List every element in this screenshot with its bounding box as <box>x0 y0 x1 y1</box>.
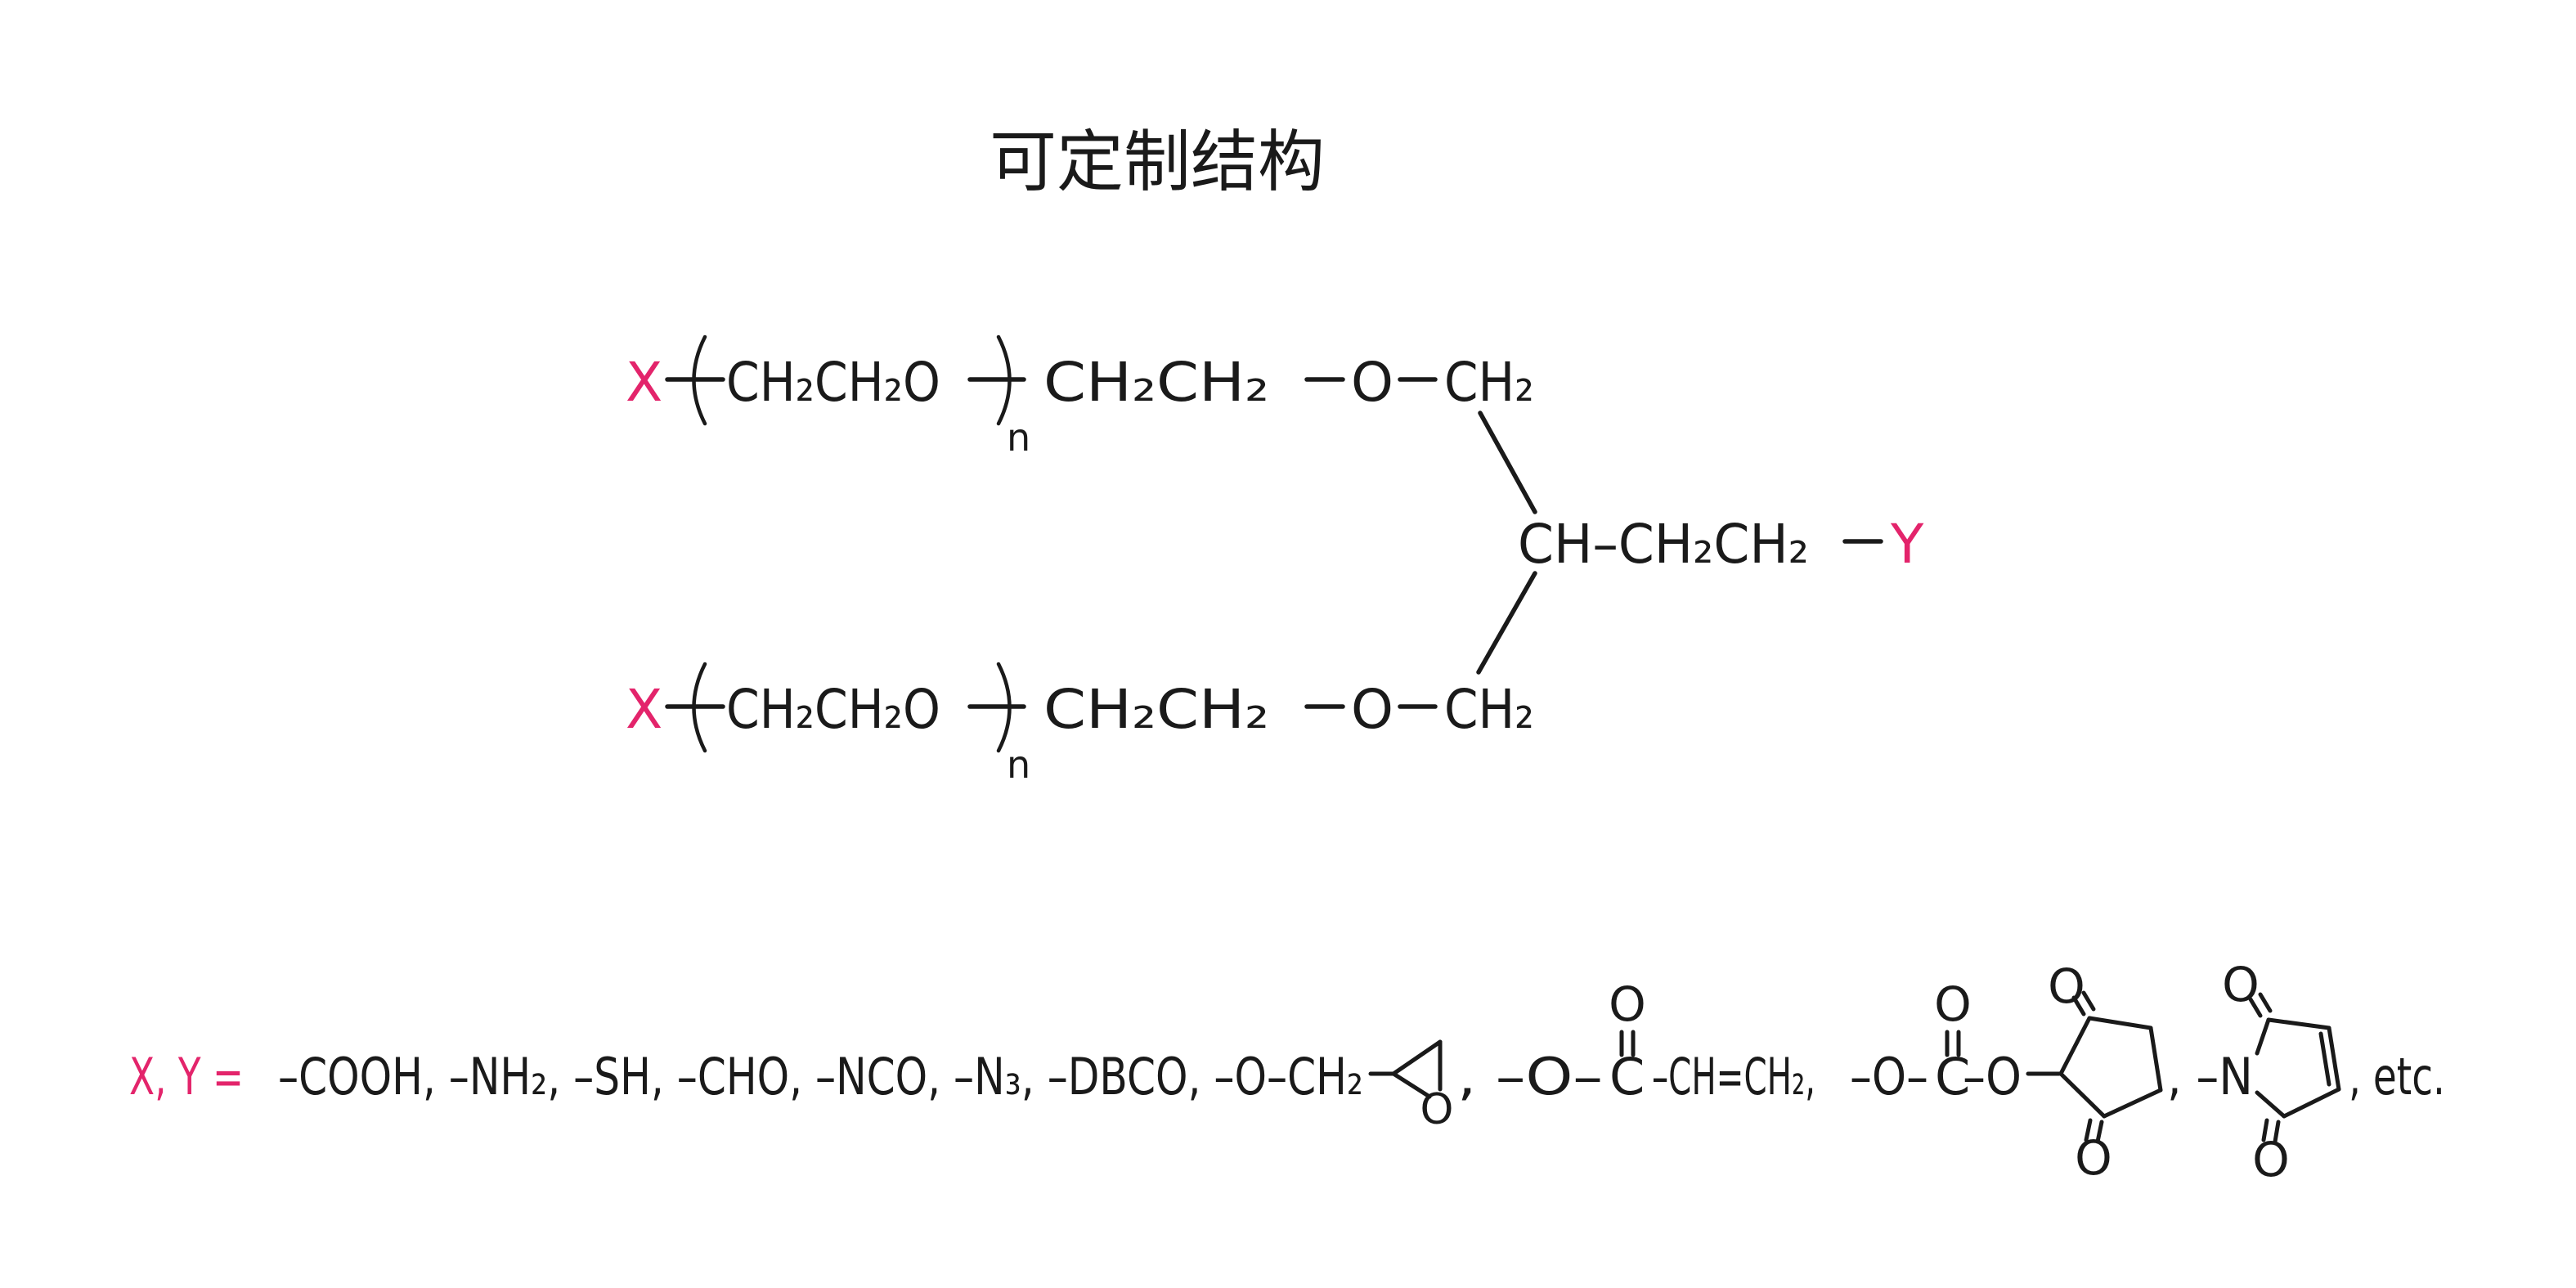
groups-suffix-label: , etc. <box>2349 1047 2445 1106</box>
ring-edge <box>2058 1071 2107 1119</box>
repeat-index-label: n <box>1007 415 1030 460</box>
ring-edge <box>2087 1016 2153 1030</box>
ring-edge <box>2327 1025 2341 1092</box>
acrylate-pre-text: , –O– <box>1457 1047 1603 1106</box>
ring-edge <box>2255 1017 2271 1056</box>
double-bond <box>2081 990 2096 1012</box>
ring-edge <box>1391 1071 1432 1099</box>
double-bond <box>2273 1120 2281 1144</box>
nhs-oxygen-bottom-label: O <box>2075 1130 2112 1186</box>
open-bracket <box>692 334 707 426</box>
ether-oxygen-label: O <box>1351 351 1393 414</box>
maleimide-oxygen-bottom-label: O <box>2252 1132 2290 1187</box>
x-end-group-label: X <box>626 351 662 414</box>
ring-edge <box>2148 1025 2163 1093</box>
peg-chain-bottom: X CH₂CH₂O n CH₂CH₂ O CH₂ <box>626 662 1534 787</box>
ring-edge <box>2102 1088 2163 1119</box>
epoxide-oxygen-label: O <box>1420 1085 1454 1134</box>
open-bracket <box>692 662 707 753</box>
double-bond <box>2261 1118 2269 1142</box>
double-bond <box>2318 1031 2331 1087</box>
ring-edge <box>2058 1016 2092 1076</box>
ring-edge <box>2282 1087 2341 1119</box>
acrylate-group: , –O– C O –CH=CH₂, <box>1457 976 1815 1106</box>
ethylene-segment-formula: CH₂CH₂ <box>1043 351 1269 414</box>
carbonyl-carbon-label: C <box>1935 1047 1970 1106</box>
diagonal-bond-top <box>1478 411 1537 514</box>
repeat-unit-formula: CH₂CH₂O <box>726 678 940 741</box>
y-end-group-label: Y <box>1890 513 1924 576</box>
acrylate-tail-text: –CH=CH₂, <box>1652 1047 1815 1106</box>
carbonyl-carbon-label: C <box>1609 1047 1645 1106</box>
carbonyl-oxygen-label: O <box>1934 976 1972 1032</box>
close-bracket <box>996 334 1012 426</box>
epoxide-group: O <box>1368 1039 1454 1134</box>
methylene-label: CH₂ <box>1444 678 1534 741</box>
ring-edge <box>1391 1039 1443 1076</box>
carbonate-tail-text: –O <box>1963 1047 2022 1106</box>
close-bracket <box>996 662 1012 753</box>
groups-prefix-label: X, Y = <box>129 1047 244 1106</box>
branch-core: CH–CH₂CH₂ Y <box>1476 411 1924 675</box>
nhs-carbonate-group: –O– C O –O O O <box>1850 958 2163 1186</box>
maleimide-group: , –N O O <box>2167 957 2341 1187</box>
functional-groups-row: X, Y = –COOH, –NH₂, –SH, –CHO, –NCO, –N₃… <box>129 957 2445 1187</box>
double-bond <box>2095 1120 2104 1144</box>
groups-list-text: –COOH, –NH₂, –SH, –CHO, –NCO, –N₃, –DBCO… <box>278 1047 1363 1106</box>
ring-edge <box>2266 1017 2331 1030</box>
ether-oxygen-label: O <box>1351 678 1393 741</box>
core-backbone-formula: CH–CH₂CH₂ <box>1518 513 1809 576</box>
x-end-group-label: X <box>626 678 662 741</box>
diagonal-bond-bottom <box>1476 571 1537 675</box>
double-bond <box>2258 992 2273 1013</box>
ring-edge <box>2255 1090 2287 1119</box>
maleimide-pre-text: , –N <box>2167 1047 2253 1106</box>
double-bond <box>2084 1118 2093 1142</box>
figure-title: 可定制结构 <box>990 123 1325 201</box>
repeat-index-label: n <box>1007 743 1030 787</box>
peg-chain-top: X CH₂CH₂O n CH₂CH₂ O CH₂ <box>626 334 1534 460</box>
carbonyl-oxygen-label: O <box>1609 976 1646 1032</box>
methylene-label: CH₂ <box>1444 351 1534 414</box>
repeat-unit-formula: CH₂CH₂O <box>726 351 940 414</box>
ethylene-segment-formula: CH₂CH₂ <box>1043 678 1269 741</box>
carbonate-pre-text: –O– <box>1850 1047 1928 1106</box>
double-bond <box>2071 995 2086 1016</box>
double-bond <box>2248 997 2263 1018</box>
